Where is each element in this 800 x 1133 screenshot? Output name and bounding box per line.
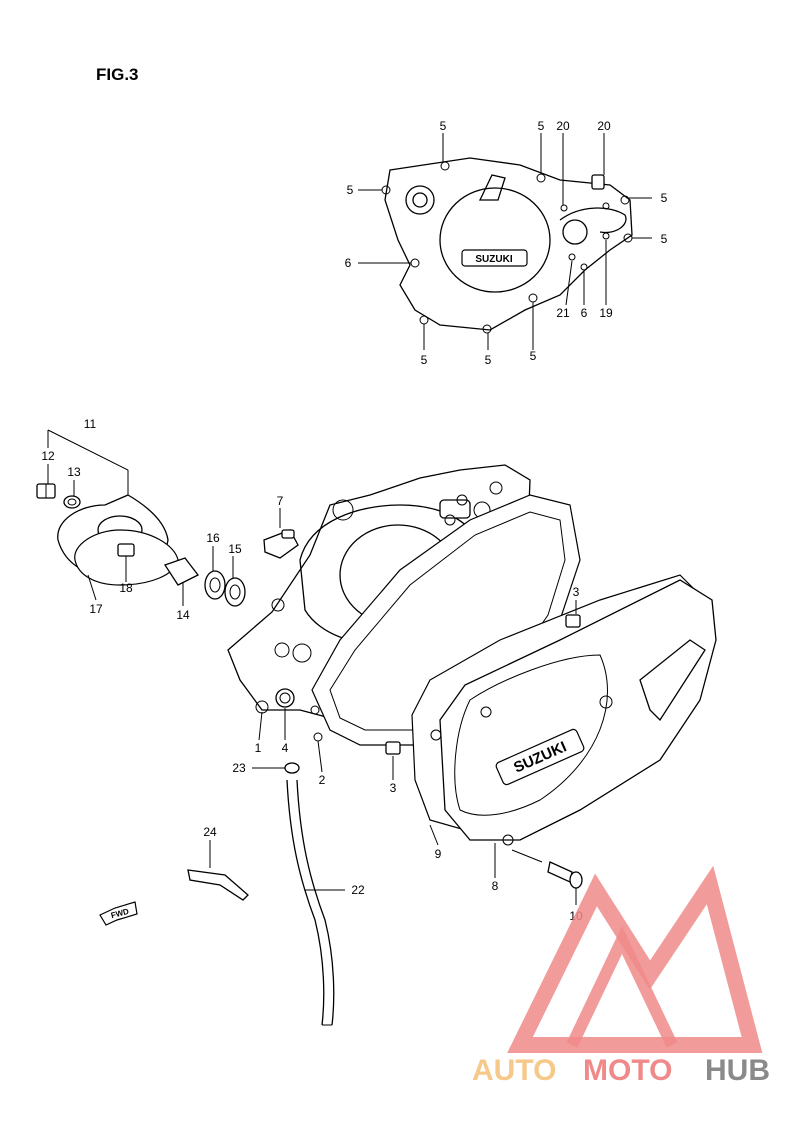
logo-text-moto: MOTO <box>583 1054 672 1087</box>
label-1: 1 <box>255 741 262 755</box>
label-5e: 5 <box>661 232 668 246</box>
label-5a: 5 <box>440 119 447 133</box>
label-20b: 20 <box>597 119 611 133</box>
label-5g: 5 <box>485 353 492 367</box>
dowels <box>385 614 581 755</box>
figure-title: FIG.3 <box>96 65 139 84</box>
label-5f: 5 <box>421 353 428 367</box>
label-24: 24 <box>203 825 217 839</box>
label-21: 21 <box>556 306 570 320</box>
label-19: 19 <box>599 306 613 320</box>
label-9: 9 <box>435 847 442 861</box>
label-5b: 5 <box>538 119 545 133</box>
label-2: 2 <box>319 773 326 787</box>
label-17: 17 <box>89 602 103 616</box>
magneto-cover: SUZUKI <box>381 157 633 334</box>
upper-leaders <box>358 133 652 350</box>
fwd-arrow: FWD <box>99 901 138 926</box>
bracket <box>187 869 249 901</box>
filler-cap <box>263 508 299 559</box>
label-5d: 5 <box>661 191 668 205</box>
label-14: 14 <box>176 608 190 622</box>
cover-badge-text: SUZUKI <box>475 254 512 265</box>
label-12: 12 <box>41 449 55 463</box>
cover-badge <box>461 249 528 267</box>
automotohub-logo: AUTO MOTO HUB <box>472 865 770 1087</box>
label-16: 16 <box>206 531 220 545</box>
clutch-cover: SUZUKI <box>411 574 717 846</box>
label-13: 13 <box>67 465 81 479</box>
label-20a: 20 <box>556 119 570 133</box>
drain-hose <box>284 762 335 1026</box>
label-22: 22 <box>351 883 365 897</box>
label-3b: 3 <box>390 781 397 795</box>
label-3a: 3 <box>573 585 580 599</box>
logo-text-auto: AUTO <box>472 1054 556 1087</box>
bolt <box>547 861 583 889</box>
label-8: 8 <box>492 879 499 893</box>
lower-leaders <box>209 600 577 905</box>
label-5h: 5 <box>530 349 537 363</box>
label-18: 18 <box>119 581 133 595</box>
label-7: 7 <box>277 494 284 508</box>
label-15: 15 <box>228 542 242 556</box>
label-23: 23 <box>232 761 246 775</box>
label-4: 4 <box>282 741 289 755</box>
pump-leaders <box>47 429 234 606</box>
label-6a: 6 <box>345 256 352 270</box>
logo-text-hub: HUB <box>705 1054 770 1087</box>
water-pump <box>36 483 246 607</box>
part-labels: 5 5 20 20 5 5 5 6 21 6 19 5 5 5 11 12 13… <box>41 119 667 923</box>
label-6b: 6 <box>581 306 588 320</box>
label-11: 11 <box>84 417 97 431</box>
label-5c: 5 <box>347 183 354 197</box>
